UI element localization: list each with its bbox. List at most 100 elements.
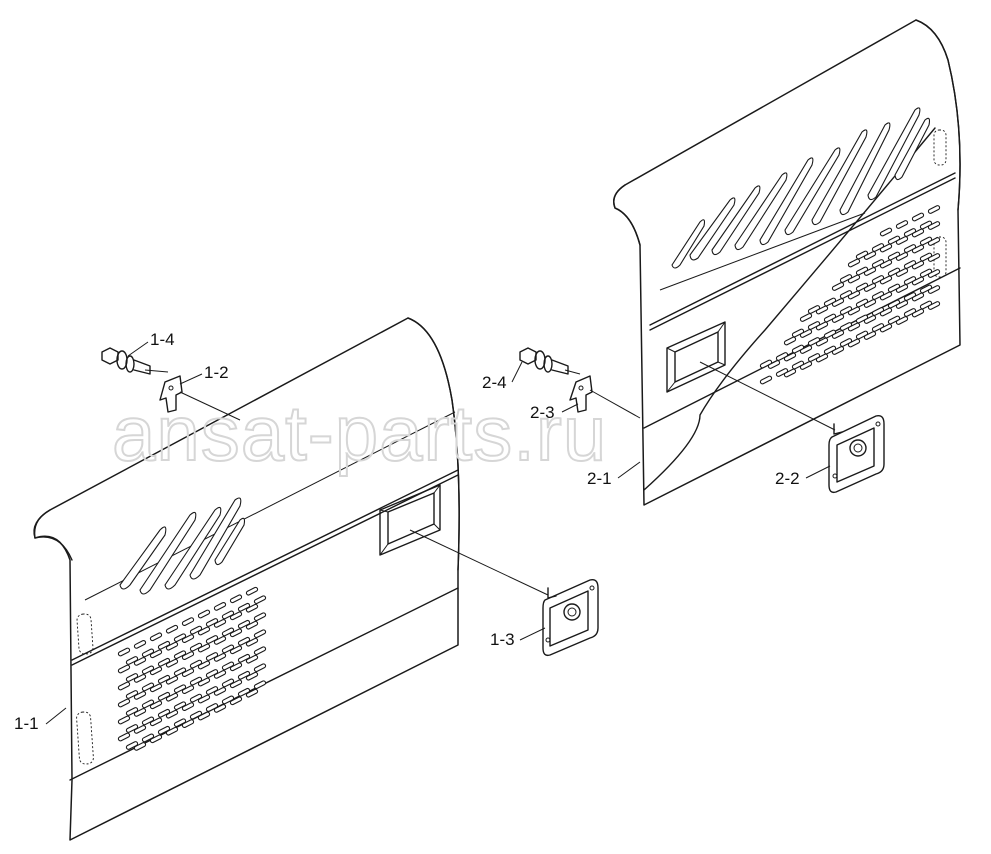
perforation-slot <box>173 650 187 660</box>
louvre-upper-left <box>119 497 246 595</box>
perforation-slot <box>189 625 203 635</box>
perforation-slot <box>863 299 877 308</box>
perforation-slot <box>221 678 235 688</box>
perforation-slot <box>855 330 869 340</box>
perforation-slot <box>823 329 837 339</box>
watermark-text: ansat-parts.ru <box>112 389 607 477</box>
perforation-slot <box>141 682 155 692</box>
perforation-slot <box>181 634 195 643</box>
perforation-slot <box>197 694 211 704</box>
perforation-slot <box>895 284 909 293</box>
perforation-slot <box>181 719 195 728</box>
perforation-slot <box>863 331 877 340</box>
perforation-slot <box>903 260 917 269</box>
perforation-slot <box>253 680 267 690</box>
panel-2-1 <box>613 19 961 506</box>
perforation-slot <box>839 306 853 315</box>
perforation-slot <box>911 276 925 286</box>
perforation-slot <box>213 636 227 645</box>
perforation-slot <box>863 283 877 292</box>
perforation-slot <box>125 724 139 733</box>
perforation-slot <box>903 244 917 253</box>
perforation-slot <box>871 275 885 284</box>
perforation-slot <box>775 352 789 361</box>
perforation-slot <box>799 345 813 354</box>
perforation-slot <box>879 323 893 333</box>
perforation-slot <box>117 647 131 657</box>
label-1-3: 1-3 <box>490 630 515 649</box>
perforation-slot <box>157 725 171 735</box>
perforation-slot <box>197 609 211 619</box>
perforation-slot <box>205 669 219 678</box>
perforation-slot <box>157 657 171 667</box>
perforation-slot <box>197 643 211 653</box>
perforation-slot <box>775 368 789 377</box>
perforation-slot <box>253 612 267 622</box>
perforation-slot <box>149 734 163 744</box>
perforation-slot <box>149 700 163 710</box>
perforation-slot <box>903 308 917 317</box>
perforation-slot <box>895 220 909 229</box>
perforation-slot <box>221 695 235 705</box>
perforation-slot <box>879 275 893 285</box>
perforation-slot <box>831 282 845 291</box>
perforation-slot <box>173 701 187 711</box>
perforation-slot <box>181 617 195 626</box>
perforation-slot <box>767 360 781 369</box>
perforation-slot <box>847 290 861 300</box>
perforation-slot <box>157 691 171 701</box>
perforation-slot <box>871 259 885 268</box>
perforation-slot <box>839 290 853 299</box>
perforation-slot <box>823 297 837 307</box>
perforation-slot <box>245 671 259 681</box>
perforation-slot <box>173 667 187 677</box>
perforation-slot <box>855 282 869 292</box>
perforation-slot <box>197 677 211 687</box>
perforation-slot <box>245 603 259 613</box>
bracket-2-3 <box>569 375 593 413</box>
perforation-slot <box>229 696 243 706</box>
perforation-slot <box>125 656 139 665</box>
perforation-slot <box>165 675 179 685</box>
louvre-upper-right <box>671 107 931 269</box>
perforation-slot <box>245 654 259 664</box>
perforation-slot <box>189 659 203 669</box>
perforation-slot <box>807 337 821 346</box>
perforation-slot <box>221 644 235 654</box>
perforation-slot <box>157 640 171 650</box>
leader-1-2-panel <box>179 391 241 421</box>
perforation-slot <box>879 227 893 237</box>
perforation-slot <box>173 633 187 643</box>
leader-2-3-panel <box>589 389 641 419</box>
perforation-slot <box>229 628 243 638</box>
label-2-4: 2-4 <box>482 373 507 392</box>
perforation-slot <box>919 268 933 278</box>
perforation-slot <box>791 344 805 354</box>
perforation-slot <box>887 267 901 277</box>
perforation-slot <box>165 624 179 634</box>
perforation-slot <box>831 330 845 339</box>
perforation-slot <box>919 220 933 230</box>
perforation-slot <box>221 627 235 637</box>
perforation-slot <box>181 668 195 677</box>
perforation-slot <box>927 269 941 278</box>
perforation-slot <box>133 725 147 734</box>
perforation-slot <box>117 698 131 708</box>
perforation-slot <box>919 300 933 310</box>
perforation-slot <box>133 674 147 683</box>
perforation-slot <box>213 619 227 628</box>
perforation-slot <box>871 307 885 316</box>
perforation-slot <box>205 686 219 695</box>
perforation-slot <box>149 683 163 693</box>
perforation-slot <box>847 274 861 284</box>
perforation-slot <box>149 632 163 642</box>
perforation-slot <box>927 301 941 310</box>
perforation-grid-right <box>759 205 941 385</box>
perforation-slot <box>197 711 211 721</box>
perforation-slot <box>245 620 259 630</box>
perforation-slot <box>117 732 131 742</box>
perforation-slot <box>895 236 909 245</box>
perforation-slot <box>783 352 797 362</box>
perforation-slot <box>229 645 243 655</box>
